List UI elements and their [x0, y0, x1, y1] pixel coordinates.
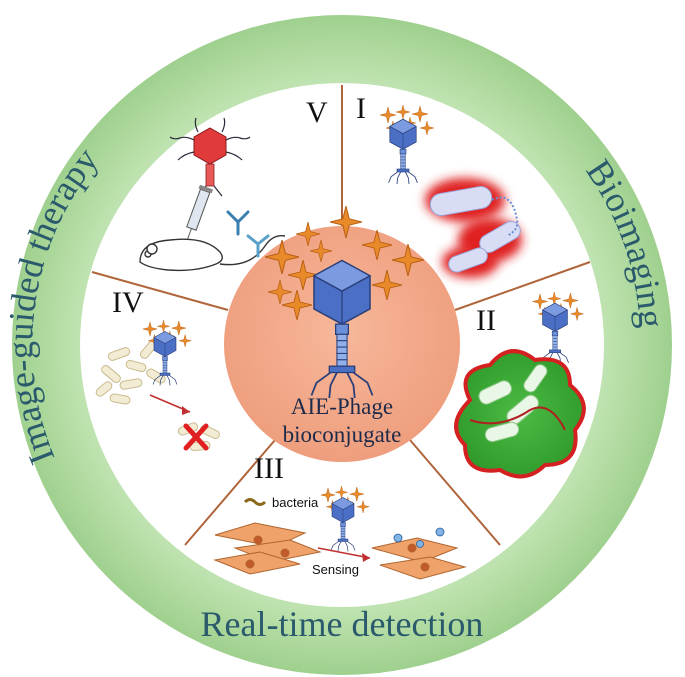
bacteria-label: bacteria	[272, 495, 319, 510]
sector-numeral-i: I	[356, 92, 366, 125]
sector-numeral-v: V	[306, 96, 328, 129]
sensing-label: Sensing	[312, 562, 359, 577]
center-label-line2: bioconjugate	[283, 422, 402, 447]
sector-numeral-ii: II	[476, 304, 496, 337]
sector-numeral-iv: IV	[112, 286, 144, 319]
ring-label-bottom: Real-time detection	[201, 604, 484, 644]
sector-numeral-iii: III	[254, 452, 284, 485]
center-label-line1: AIE-Phage	[291, 394, 393, 419]
